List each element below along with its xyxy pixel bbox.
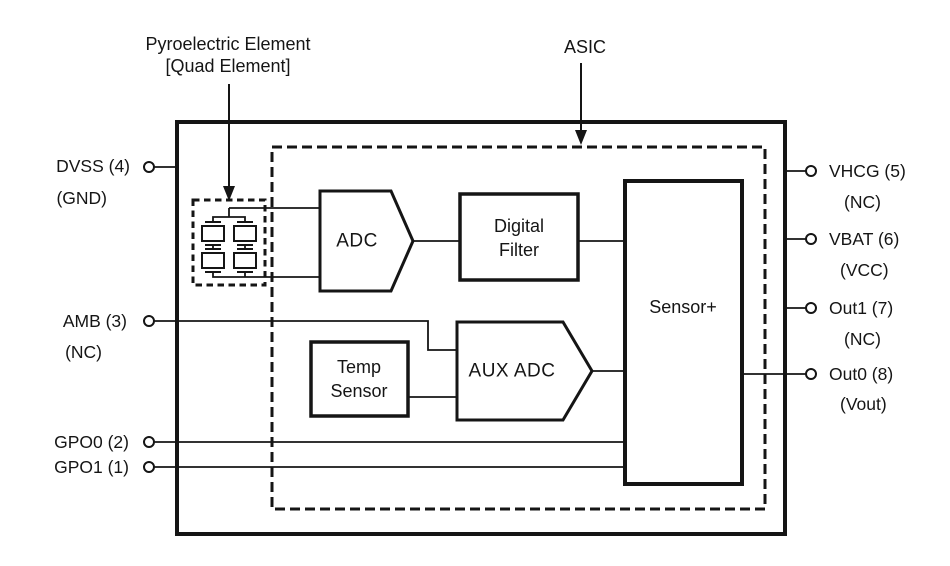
digital-filter-block [458, 192, 580, 282]
pin-terminal-gpo1 [143, 461, 155, 473]
pin-terminal-vhcg [805, 165, 817, 177]
pyro-cell-bottom-right [233, 252, 257, 269]
pyro-element-label-line2: [Quad Element] [165, 56, 290, 76]
package-outline-box [175, 120, 787, 536]
adc-block [318, 189, 415, 293]
pyro-arrow-head-icon [223, 186, 235, 201]
pyro-cell-top-left [201, 225, 225, 242]
pin-terminal-amb [143, 315, 155, 327]
pyro-cell-top-right [233, 225, 257, 242]
pyro-cell-bottom-left [201, 252, 225, 269]
pin-label-out0: Out0 (8) [829, 364, 893, 384]
pin-sublabel-out0: (Vout) [840, 394, 887, 414]
asic-arrow-head-icon [575, 130, 587, 145]
pyro-quad-element-symbol [201, 208, 257, 278]
pin-terminal-gpo0 [143, 436, 155, 448]
pin-label-gpo1: GPO1 (1) [54, 457, 129, 477]
asic-label: ASIC [564, 37, 606, 57]
pin-terminal-vbat [805, 233, 817, 245]
pyro-internal-wiring [212, 208, 246, 278]
pin-sublabel-vbat: (VCC) [840, 260, 889, 280]
temp-sensor-label-line2: Sensor [330, 381, 387, 401]
pin-sublabel-dvss: (GND) [56, 188, 107, 208]
sensor-plus-block [623, 179, 744, 486]
aux-adc-block [455, 320, 594, 422]
temp-sensor-block [309, 340, 410, 418]
wire-amb-to-aux-adc [154, 320, 457, 351]
pin-sublabel-vhcg: (NC) [844, 192, 881, 212]
pin-terminal-out0 [805, 368, 817, 380]
temp-sensor-label-line1: Temp [337, 357, 381, 377]
pin-label-gpo0: GPO0 (2) [54, 432, 129, 452]
digital-filter-label-line1: Digital [494, 216, 544, 236]
pin-sublabel-amb: (NC) [65, 342, 102, 362]
pyro-element-label-line1: Pyroelectric Element [145, 34, 310, 54]
pin-label-out1: Out1 (7) [829, 298, 893, 318]
pin-sublabel-out1: (NC) [844, 329, 881, 349]
pin-label-amb: AMB (3) [63, 311, 127, 331]
pin-terminal-dvss [143, 161, 155, 173]
digital-filter-label-line2: Filter [499, 240, 539, 260]
pin-label-vbat: VBAT (6) [829, 229, 899, 249]
pin-terminals [143, 161, 817, 473]
pyro-pointer-arrow [223, 84, 235, 201]
sensor-plus-block-label: Sensor+ [649, 297, 717, 317]
adc-block-label: ADC [336, 231, 378, 252]
pin-label-vhcg: VHCG (5) [829, 161, 906, 181]
pin-label-dvss: DVSS (4) [56, 156, 130, 176]
aux-adc-block-label: AUX ADC [469, 361, 556, 382]
pin-terminal-out1 [805, 302, 817, 314]
wires [154, 166, 806, 468]
asic-dashed-box [270, 145, 767, 511]
asic-pointer-arrow [575, 63, 587, 145]
